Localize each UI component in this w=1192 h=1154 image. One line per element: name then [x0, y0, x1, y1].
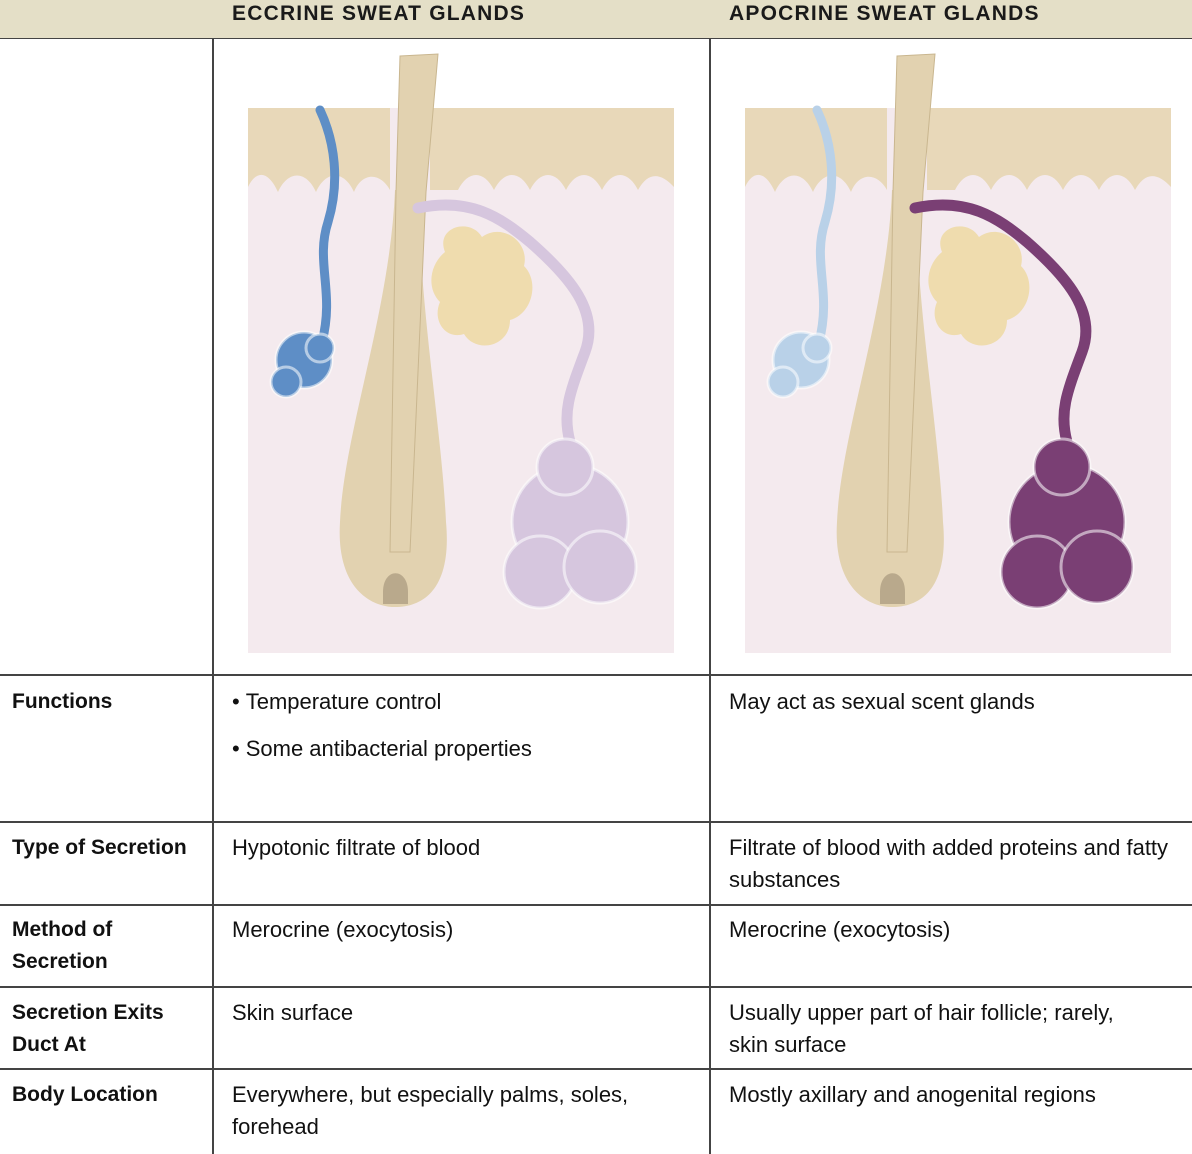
- eccrine-method-of-secretion-cell: Merocrine (exocytosis): [232, 917, 454, 942]
- apocrine-body-location-cell: Mostly axillary and anogenital regions: [729, 1082, 1096, 1107]
- apocrine-column-heading: APOCRINE SWEAT GLANDS: [729, 2, 1040, 25]
- table-header: [0, 0, 1192, 39]
- row-divider: [0, 986, 1192, 988]
- column-divider: [709, 38, 711, 1154]
- eccrine-secretion-exits-cell: Skin surface: [232, 1000, 354, 1025]
- row-label-method-of-secretion: Method of Secretion: [12, 918, 113, 973]
- apocrine-method-of-secretion-cell: Merocrine (exocytosis): [729, 917, 951, 942]
- apocrine-functions-cell: May act as sexual scent glands: [729, 689, 1035, 714]
- list-item: Temperature control: [232, 686, 532, 718]
- row-divider: [0, 1068, 1192, 1070]
- eccrine-functions-cell: Temperature control Some antibacterial p…: [232, 686, 532, 765]
- row-label-body-location: Body Location: [12, 1083, 158, 1106]
- eccrine-body-location-cell: Everywhere, but especially palms, soles,…: [232, 1082, 629, 1139]
- eccrine-gland-illustration: [240, 52, 680, 657]
- eccrine-type-of-secretion-cell: Hypotonic filtrate of blood: [232, 835, 481, 860]
- eccrine-column-heading: ECCRINE SWEAT GLANDS: [232, 2, 526, 25]
- list-item: Some antibacterial properties: [232, 733, 532, 765]
- row-divider: [0, 674, 1192, 676]
- row-label-functions: Functions: [12, 690, 113, 713]
- row-label-secretion-exits-duct-at: Secretion Exits Duct At: [12, 1001, 164, 1056]
- row-divider: [0, 904, 1192, 906]
- column-divider: [212, 38, 214, 1154]
- apocrine-type-of-secretion-cell: Filtrate of blood with added proteins an…: [729, 835, 1169, 892]
- apocrine-secretion-exits-cell: Usually upper part of hair follicle; rar…: [729, 1000, 1114, 1057]
- row-label-type-of-secretion: Type of Secretion: [12, 836, 187, 859]
- apocrine-gland-illustration: [737, 52, 1177, 657]
- row-divider: [0, 821, 1192, 823]
